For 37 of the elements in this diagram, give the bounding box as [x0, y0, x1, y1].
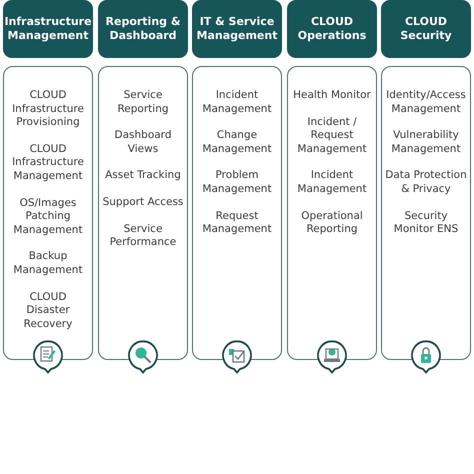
service-item: Operational Reporting: [300, 210, 364, 237]
service-card: [3, 66, 93, 360]
service-item: CLOUD Infrastructure Management: [11, 142, 85, 184]
service-item: OS/Images Patching Management: [12, 196, 84, 238]
service-item: Service Reporting: [116, 89, 170, 116]
service-item: Incident Management: [201, 89, 273, 116]
header-title: Infrastructure Management: [4, 15, 92, 43]
service-item: Backup Management: [12, 250, 84, 278]
service-item: Dashboard Views: [114, 129, 172, 156]
header-title: Reporting & Dashboard: [104, 15, 182, 43]
service-card: [98, 66, 188, 360]
service-item: Data Protection & Privacy: [384, 169, 468, 197]
service-item: Incident Management: [296, 169, 368, 197]
service-item: CLOUD Infrastructure Provisioning: [11, 89, 85, 130]
service-item: Vulnerability Management: [390, 129, 462, 156]
header-title: CLOUD Security: [399, 15, 453, 43]
service-item: Service Performance: [108, 222, 178, 250]
header-title: CLOUD Operations: [296, 15, 368, 43]
service-item: Identity/Access Management: [385, 89, 467, 116]
service-item: CLOUD Disaster Recovery: [22, 290, 74, 332]
column-header: [3, 0, 93, 58]
service-item: Health Monitor: [292, 89, 372, 103]
column-header: [98, 0, 188, 58]
service-item: Incident / Request Management: [296, 116, 368, 156]
column-header: [192, 0, 282, 58]
service-card: [192, 66, 282, 360]
column-header: [287, 0, 377, 58]
service-item: Problem Management: [201, 169, 273, 197]
service-item: Support Access: [102, 196, 184, 210]
service-item: Security Monitor ENS: [392, 210, 460, 237]
column-header: [381, 0, 471, 58]
service-item: Change Management: [201, 129, 273, 156]
header-title: IT & Service Management: [196, 15, 278, 43]
service-item: Asset Tracking: [104, 169, 182, 183]
service-item: Request Management: [201, 210, 273, 237]
service-card: [287, 66, 377, 360]
service-card: [381, 66, 471, 360]
